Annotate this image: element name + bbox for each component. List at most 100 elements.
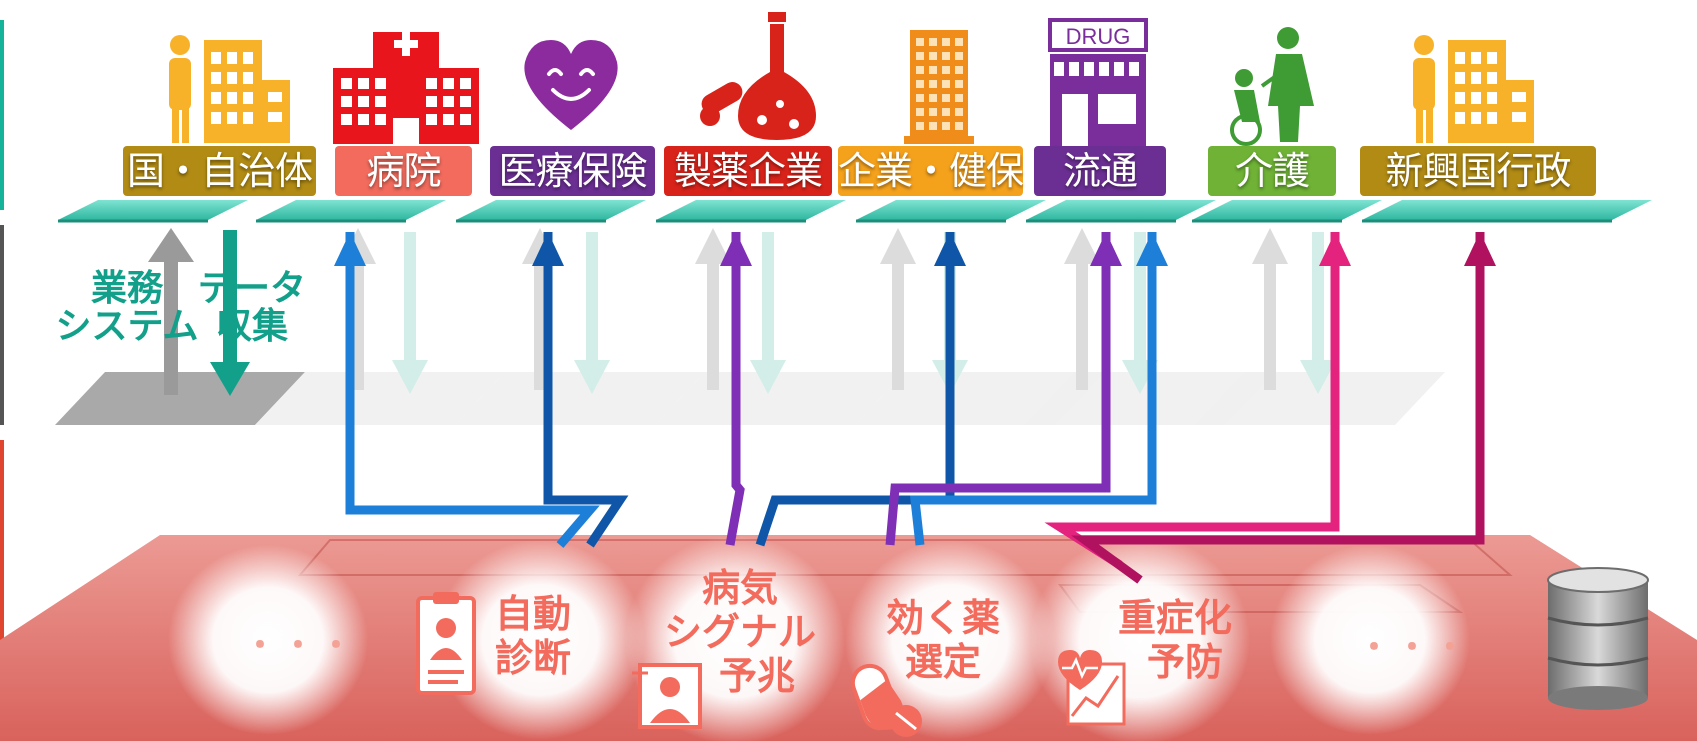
service-glow — [845, 540, 1055, 740]
tower-window — [955, 108, 963, 116]
faint-down-arrow-head — [750, 360, 786, 394]
entity-label-pharma-company: 製薬企業 — [664, 146, 832, 196]
wheelchair-wheel — [1230, 114, 1262, 146]
nursing-pink-arrow-head — [1319, 232, 1351, 266]
hospital-window — [460, 114, 471, 125]
top-platform — [1026, 200, 1216, 220]
faint-down-arrow-shaft — [404, 232, 416, 362]
person-body — [169, 58, 191, 110]
entity-icons: DRUG — [169, 12, 1534, 154]
person-leg — [1416, 105, 1423, 143]
sidebar-teal-segment — [0, 20, 4, 210]
hospital-blue-arrow-head — [334, 232, 366, 266]
building-window — [1512, 112, 1526, 122]
drugstore-sign-board — [1048, 18, 1148, 52]
entity-label-company-health-insurance: 企業・健保 — [838, 146, 1024, 196]
drugstore-awning — [1099, 62, 1109, 76]
tower-window — [955, 66, 963, 74]
top-platform — [1362, 200, 1652, 220]
faint-up-arrow-head — [880, 228, 916, 264]
tower-window — [916, 66, 924, 74]
faint-up-arrow-shaft — [707, 260, 719, 390]
distribution-blue-arrow-head — [1136, 232, 1168, 266]
hospital-window — [358, 96, 369, 107]
pharma-purple-arrow — [725, 232, 745, 546]
building-window — [1487, 52, 1497, 64]
tower-window — [942, 80, 950, 88]
faint-down-arrow-head — [1300, 360, 1336, 394]
tower-window — [929, 38, 937, 46]
monitor-person-icon — [632, 663, 702, 729]
service-disease-signal-line-3: 予兆 — [718, 654, 795, 698]
tower-base — [904, 136, 974, 144]
person-body — [1413, 58, 1435, 110]
building-window — [243, 92, 253, 104]
top-platform — [256, 200, 446, 220]
insurance-navy-arrow — [543, 232, 629, 548]
hospital-window — [375, 96, 386, 107]
heart-mouth — [551, 88, 591, 101]
hospital-window — [426, 96, 437, 107]
faint-up-arrow-head — [1064, 228, 1100, 264]
distribution-blue-arrow — [909, 232, 1157, 546]
entity-label-health-insurance: 医療保険 — [490, 146, 655, 196]
hospital-window — [460, 78, 471, 89]
business-system-line-1: 業務 — [90, 268, 163, 309]
sidebar-red-segment — [0, 440, 4, 740]
business-system-arrow-shaft — [164, 255, 178, 395]
drugstore-icon: DRUG — [1048, 18, 1148, 154]
tower-window — [916, 122, 924, 130]
drugstore-awning — [1054, 62, 1064, 76]
tower-window — [916, 80, 924, 88]
data-collection-arrow-head — [210, 362, 250, 396]
building-window — [211, 92, 221, 104]
tower-window — [955, 80, 963, 88]
tower-window — [929, 80, 937, 88]
building-window — [243, 52, 253, 64]
pill-round — [700, 106, 720, 126]
drugstore-awning — [1114, 62, 1124, 76]
faint-down-arrow-head — [392, 360, 428, 394]
data-collection-line-1: データ — [197, 268, 306, 309]
heart-shape — [524, 40, 618, 130]
top-platform — [856, 200, 1046, 220]
building-window — [1455, 92, 1465, 104]
building-window — [211, 112, 221, 124]
caregiver-arm — [1260, 74, 1278, 88]
tower-window — [942, 66, 950, 74]
tower-window — [929, 108, 937, 116]
faint-up-arrow-head — [695, 228, 731, 264]
tower-window — [916, 38, 924, 46]
entity-label-national-government: 国・自治体 — [123, 146, 316, 196]
service-glow — [435, 540, 645, 740]
entity-label-nursing-care: 介護 — [1208, 146, 1336, 196]
faint-up-arrow-shaft — [1076, 260, 1088, 390]
faint-up-arrow-shaft — [352, 260, 364, 390]
middle-plane — [1195, 372, 1445, 425]
tower-window — [942, 108, 950, 116]
hospital-window — [426, 114, 437, 125]
entity-label-hospital: 病院 — [335, 146, 472, 196]
top-platform — [656, 200, 846, 220]
building-wing — [1504, 80, 1534, 143]
building-window — [243, 72, 253, 84]
tower-window — [929, 94, 937, 102]
person-leg — [1426, 105, 1433, 143]
drugstore-window — [1098, 94, 1136, 124]
building-window — [243, 112, 253, 124]
service-severity-prevention-line-2: 予防 — [1146, 640, 1223, 684]
top-platform — [58, 200, 248, 220]
clipboard-doctor-icon — [416, 592, 476, 695]
distribution-purple-arrow — [885, 232, 1111, 546]
service-severity-prevention: 重症化 予防 — [1100, 596, 1250, 684]
hospital-blue-arrow — [345, 232, 600, 548]
building-window — [227, 92, 237, 104]
entity-label-distribution: 流通 — [1034, 146, 1166, 196]
building-window — [1455, 72, 1465, 84]
hospital-window — [443, 96, 454, 107]
building-window — [1471, 72, 1481, 84]
patient-body — [1234, 90, 1260, 122]
person-head — [1414, 35, 1434, 55]
insurance-navy-arrow-head — [532, 232, 564, 266]
